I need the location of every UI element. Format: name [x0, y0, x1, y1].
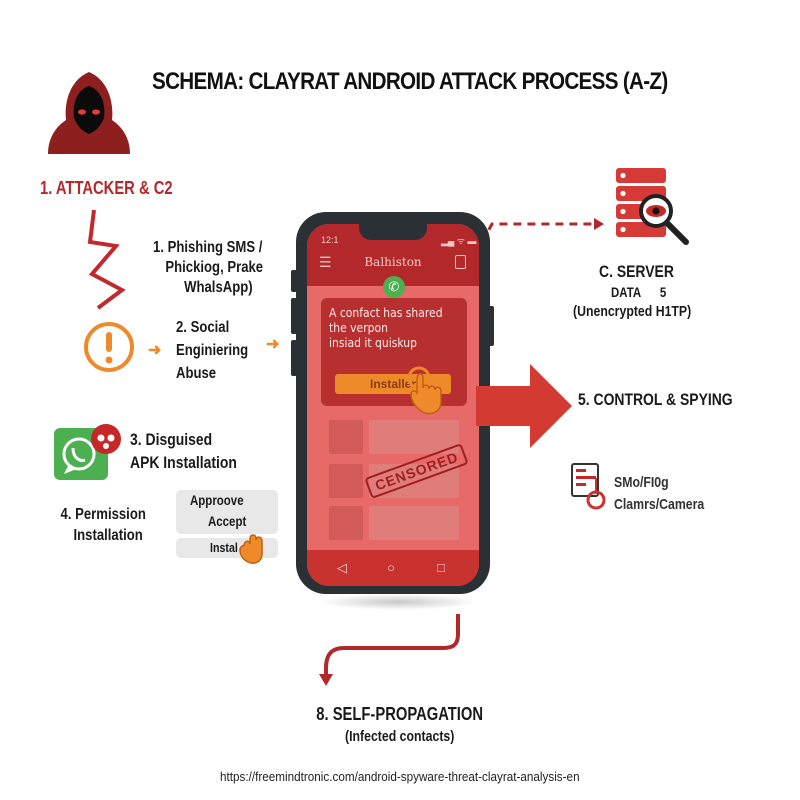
- approve-option[interactable]: Approove: [190, 492, 244, 508]
- whatsapp-skull-icon: [54, 424, 121, 480]
- social-line-1: 2. Social: [176, 319, 230, 336]
- server-title: C. SERVER: [599, 262, 675, 281]
- warning-icon: [84, 322, 134, 372]
- home-icon[interactable]: ○: [387, 560, 395, 575]
- hooded-hacker-icon: [48, 72, 130, 154]
- permission-line-1: 4. Permission: [60, 506, 146, 523]
- source-url-row: https://freemindtronic.com/android-spywa…: [100, 768, 700, 786]
- social-line-3: Abuse: [176, 365, 217, 382]
- step-phishing: 1. Phishing SMS / Phickiog, Prake WhalsA…: [138, 238, 277, 298]
- step-control-label: 5. CONTROL & SPYING: [578, 390, 733, 409]
- phone-nav-bar: [307, 550, 479, 586]
- server-eye-icon: [616, 168, 689, 245]
- diagram-title: SCHEMA: CLAYRAT ANDROID ATTACK PROCESS (…: [152, 68, 668, 95]
- back-icon[interactable]: ◁: [337, 560, 347, 575]
- phone-power-button: [488, 306, 494, 346]
- phone-side-button: [291, 270, 297, 292]
- accept-button[interactable]: Accept: [208, 513, 247, 529]
- source-url[interactable]: https://freemindtronic.com/android-spywa…: [220, 769, 580, 784]
- sms-camera-icon: [571, 463, 606, 510]
- recents-icon[interactable]: □: [437, 560, 445, 575]
- message-text: A confact has shared the verpon insiad i…: [329, 306, 443, 351]
- social-line-2: Enginiering: [176, 342, 249, 359]
- tap-hand-icon: [407, 366, 442, 415]
- step-permission: 4. Permission Installation: [54, 504, 152, 546]
- propagation-arrow-icon: [319, 614, 460, 686]
- server-data-row: DATA 5: [560, 284, 730, 302]
- step-apk-installation: 3. Disguised APK Installation: [130, 428, 237, 474]
- control-item-camera: Clamrs/Camera: [614, 496, 705, 513]
- propagation-sub-row: (Infected contacts): [250, 728, 550, 746]
- propagation-sub: (Infected contacts): [345, 728, 455, 745]
- permission-line-2: Installation: [73, 527, 143, 544]
- step-propagation: 8. SELF-PROPAGATION: [250, 704, 550, 725]
- control-items: SMo/FI0g Clamrs/Camera: [614, 472, 704, 516]
- lightning-bolt-icon: [87, 209, 126, 310]
- phone-screen: 12:1 ▂▄ ᯤ ▬ ☰ Balhiston CENSORED ✆ A con…: [307, 224, 479, 586]
- server-data: DATA 5: [611, 284, 667, 300]
- propagation-label: 8. SELF-PROPAGATION: [316, 704, 484, 724]
- message-line-1: A confact has shared: [329, 306, 443, 320]
- status-icons: ▂▄ ᯤ ▬: [441, 236, 477, 246]
- feed-thumbnail: [329, 464, 363, 498]
- step-social-engineering: 2. Social Enginiering Abuse: [176, 316, 248, 385]
- control-item-sms: SMo/FI0g: [614, 474, 669, 491]
- arrow-right-icon: ➜: [148, 342, 162, 359]
- message-line-3: insiad it quiskup: [329, 336, 418, 350]
- apk-line-2: APK Installation: [130, 453, 237, 472]
- server-protocol: (Unencrypted H1TP): [572, 303, 692, 320]
- phone-side-button: [291, 340, 297, 376]
- arrow-right-icon: ➜: [266, 336, 280, 353]
- phone-notch: [359, 224, 427, 240]
- tap-hand-icon: [239, 534, 263, 564]
- phone-shadow: [318, 594, 478, 610]
- install-button[interactable]: Instal: [210, 540, 238, 555]
- menu-icon[interactable]: ☰: [319, 254, 332, 270]
- feed-thumbnail: [329, 506, 363, 540]
- status-time: 12:1: [321, 235, 339, 245]
- message-line-2: the verpon: [329, 321, 388, 335]
- feed-item: [369, 420, 459, 454]
- phone-side-button: [291, 298, 297, 334]
- app-title: Balhiston: [364, 255, 422, 269]
- feed-item: [369, 506, 459, 540]
- dashed-arrow-to-server: [480, 218, 604, 243]
- apk-line-1: 3. Disguised: [130, 430, 213, 449]
- lock-icon[interactable]: [455, 255, 466, 269]
- feed-thumbnail: [329, 420, 363, 454]
- server-protocol-row: (Unencrypted H1TP): [560, 303, 730, 321]
- phishing-line-1: 1. Phishing SMS /: [153, 239, 263, 256]
- step-server: C. SERVER: [560, 262, 730, 282]
- permission-dialog: [176, 490, 278, 534]
- whatsapp-icon: ✆: [383, 276, 405, 298]
- big-arrow-right-icon: [476, 364, 572, 448]
- step-attacker-label: 1. ATTACKER & C2: [40, 178, 173, 198]
- phishing-line-3: WhalsApp): [184, 279, 253, 296]
- feed-item: [369, 464, 459, 498]
- phishing-line-2: Phickiog, Prake: [165, 259, 264, 276]
